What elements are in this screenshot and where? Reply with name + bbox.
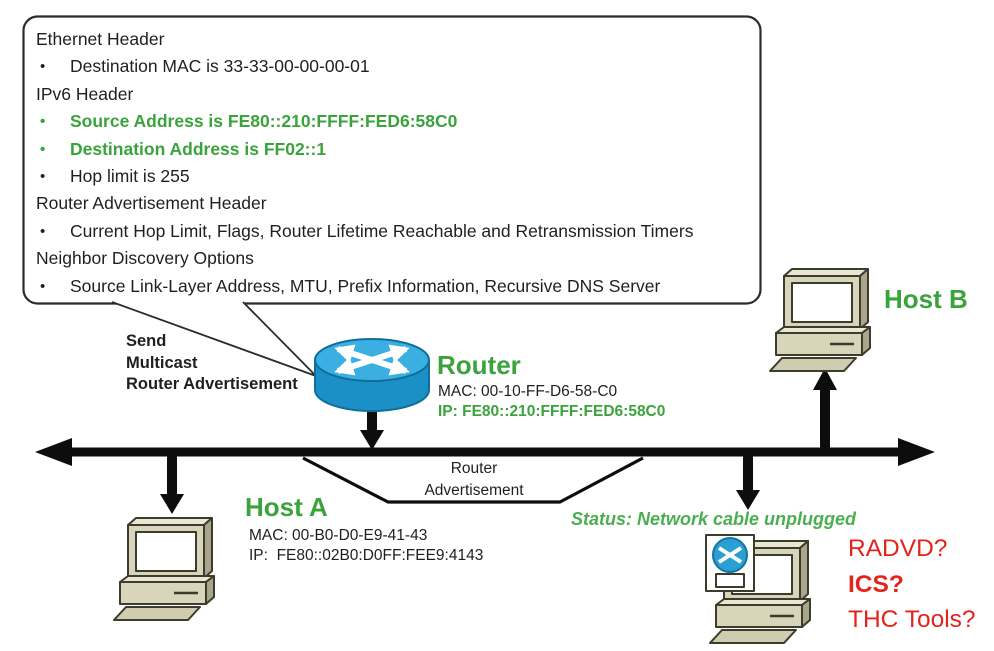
host-a-computer-icon [112, 516, 216, 622]
bus-to-unplugged-arrow-icon [736, 455, 760, 510]
bus-right-arrow-icon [898, 438, 935, 466]
callout-line: Neighbor Discovery Options [36, 248, 254, 269]
router-mac: MAC: 00-10-FF-D6-58-C0 [438, 383, 618, 400]
question-thc-tools: THC Tools? [848, 606, 976, 633]
router-to-bus-arrow-icon [360, 398, 384, 450]
bullet-icon: • [40, 168, 46, 186]
bus-to-host-a-arrow-icon [160, 455, 184, 514]
host-b-label: Host B [884, 284, 968, 314]
callout-line: •Hop limit is 255 [36, 163, 751, 190]
callout-bubble [22, 15, 762, 305]
question-ics: ICS? [848, 570, 904, 598]
router-advertisement-trapezoid [302, 456, 644, 504]
router-ip: IP: FE80::210:FFFF:FED6:58C0 [438, 403, 666, 420]
floppy-router-icon [705, 534, 755, 592]
callout-box: Ethernet Header •Destination MAC is 33-3… [36, 26, 751, 300]
bullet-icon: • [40, 277, 46, 295]
callout-line: •Source Address is FE80::210:FFFF:FED6:5… [36, 108, 751, 135]
callout-line: •Source Link-Layer Address, MTU, Prefix … [36, 273, 751, 300]
host-a-ip: IP: FE80::02B0:D0FF:FEE9:4143 [249, 547, 484, 564]
status-network-cable-unplugged: Status: Network cable unplugged [571, 509, 857, 529]
router-advertisement-label: Router Advertisement [424, 460, 524, 499]
bullet-icon: • [40, 113, 46, 131]
question-list: RADVD? ICS? THC Tools? [848, 531, 976, 638]
network-bus [35, 438, 935, 466]
unplugged-computer-icon [705, 534, 812, 645]
router-label: Router [437, 350, 521, 380]
callout-line: •Destination Address is FF02::1 [36, 136, 751, 163]
callout-line: IPv6 Header [36, 83, 134, 104]
host-b-computer-icon [768, 267, 872, 373]
host-a-label: Host A [245, 492, 328, 522]
bullet-icon: • [40, 140, 46, 158]
bullet-icon: • [40, 58, 46, 76]
question-radvd: RADVD? [848, 535, 948, 562]
send-multicast-note: Send Multicast Router Advertisement [126, 332, 298, 393]
callout-line: •Destination MAC is 33-33-00-00-00-01 [36, 53, 751, 80]
bus-to-host-b-arrow-icon [813, 368, 837, 455]
callout-line: Ethernet Header [36, 29, 165, 49]
callout-line: Router Advertisement Header [36, 193, 267, 214]
host-a-mac: MAC: 00-B0-D0-E9-41-43 [249, 527, 428, 544]
bus-left-arrow-icon [35, 438, 72, 466]
bullet-icon: • [40, 222, 46, 240]
router-icon [314, 338, 430, 412]
callout-line: •Current Hop Limit, Flags, Router Lifeti… [36, 218, 751, 245]
